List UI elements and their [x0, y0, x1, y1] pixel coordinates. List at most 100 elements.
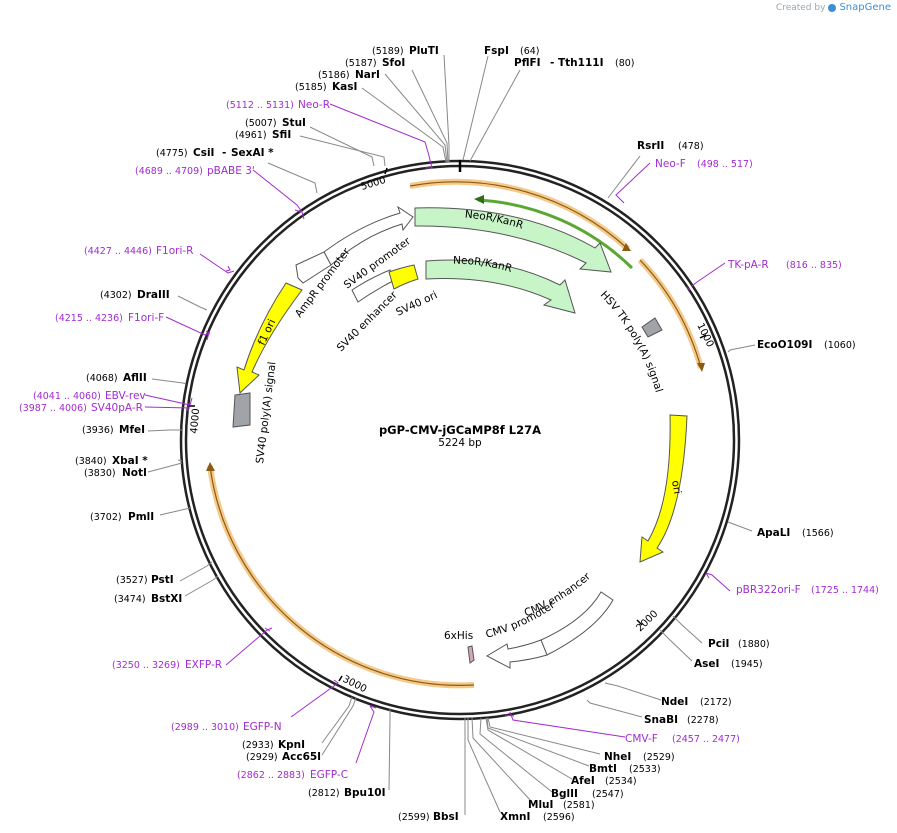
primer-label: EXFP-R [185, 659, 222, 671]
primer-label: F1ori-R [156, 245, 193, 257]
green-arrow [477, 198, 634, 270]
enzyme-pos: (2172) [700, 697, 732, 708]
enzyme-label: PstI [151, 574, 174, 586]
primer-label: EGFP-N [243, 721, 282, 733]
enzyme-label: Tth111I [558, 57, 603, 69]
highlight-arc-bottom [207, 465, 475, 689]
enzyme-label: SfiI [272, 129, 291, 141]
primer-range: (3987 .. 4006) [19, 403, 87, 414]
enzyme-label: PciI [708, 638, 729, 650]
enzyme-label: PflFI [514, 57, 541, 69]
enzyme-pos: (2933) [242, 740, 274, 751]
primer-label: TK-pA-R [727, 259, 769, 271]
enzyme-pos: (2529) [643, 752, 675, 763]
ori-feature [639, 414, 688, 563]
primer-label: EBV-rev [105, 390, 146, 402]
enzyme-label: BmtI [589, 763, 617, 775]
enzyme-pos: (4068) [86, 373, 118, 384]
enzyme-pos: (2278) [687, 715, 719, 726]
primer-label: pBABE 3' [207, 165, 255, 177]
primer-range: (1725 .. 1744) [811, 585, 879, 596]
ori-label: ori [669, 479, 683, 495]
sv40-promoter-arrow [295, 251, 332, 284]
cmv-enhancer-feature [540, 591, 614, 656]
primer-range: (498 .. 517) [697, 159, 753, 170]
enzyme-pos: (3474) [114, 594, 146, 605]
enzyme-label: BstXI [151, 593, 182, 605]
enzyme-pos: (2812) [308, 788, 340, 799]
primer-label: EGFP-C [310, 769, 348, 781]
primer-range: (4427 .. 4446) [84, 246, 152, 257]
primer-range: (4041 .. 4060) [33, 391, 101, 402]
ampr-promoter-feature [323, 205, 414, 266]
enzyme-pos: (1880) [738, 639, 770, 650]
enzyme-pos: (5185) [295, 82, 327, 93]
enzyme-pos: (2547) [592, 789, 624, 800]
enzyme-pos: (5189) [372, 46, 404, 57]
enzyme-label: RsrII [637, 140, 664, 152]
plasmid-name: pGP-CMV-jGCaMP8f L27A [379, 423, 541, 437]
enzyme-pos: (1060) [824, 340, 856, 351]
enzyme-pos: (5187) [345, 58, 377, 69]
enzyme-pos: (2929) [246, 752, 278, 763]
enzyme-pos: (3830) [84, 468, 116, 479]
enzyme-label: AseI [694, 658, 719, 670]
primer-range: (3250 .. 3269) [112, 660, 180, 671]
enzyme-label: CsiI [193, 147, 214, 159]
enzyme-label: XbaI * [112, 455, 148, 467]
enzyme-pos: (4961) [235, 130, 267, 141]
cmv-promoter-feature [485, 639, 548, 669]
enzyme-pos: (64) [520, 46, 540, 57]
enzyme-label: BglII [551, 788, 578, 800]
enzyme-labels: FspI (64) PflFI - Tth111I (80) RsrII (47… [75, 45, 856, 823]
svg-text:CMV promoter: CMV promoter [484, 599, 557, 641]
leader-lines [147, 54, 756, 815]
enzyme-label: SnaBI [644, 714, 678, 726]
enzyme-label: SexAI * [231, 147, 274, 159]
neo-kan-feature-2 [425, 259, 576, 314]
enzyme-pos: (1566) [802, 528, 834, 539]
enzyme-label: FspI [484, 45, 509, 57]
primer-label: Neo-R [298, 99, 330, 111]
enzyme-pos: (3840) [75, 456, 107, 467]
enzyme-pos: (2596) [543, 812, 575, 823]
primer-labels: Neo-F (498 .. 517) TK-pA-R (816 .. 835) … [19, 99, 879, 781]
tick-4000: 4000 [189, 408, 202, 434]
enzyme-pos: (3527) [116, 575, 148, 586]
enzyme-pos: (80) [615, 58, 635, 69]
his-tag-feature [467, 645, 475, 664]
enzyme-pos: (4302) [100, 290, 132, 301]
enzyme-pos: (3702) [90, 512, 122, 523]
primer-range: (4689 .. 4709) [135, 166, 203, 177]
hsv-tk-polya-block [641, 317, 663, 338]
enzyme-label: BbsI [433, 811, 459, 823]
enzyme-label: DraIII [137, 289, 170, 301]
enzyme-label: XmnI [500, 811, 530, 823]
primer-range: (2989 .. 3010) [171, 722, 239, 733]
enzyme-pos: (2533) [629, 764, 661, 775]
enzyme-label: NotI [122, 467, 147, 479]
primer-label: CMV-F [625, 733, 658, 745]
brand-prefix: Created by [775, 2, 826, 13]
enzyme-label: NarI [355, 69, 380, 81]
sv40-ori-label: SV40 ori [394, 289, 439, 319]
enzyme-pos: (5186) [318, 70, 350, 81]
enzyme-pos: (2581) [563, 800, 595, 811]
sv40-enhancer-label: SV40 enhancer [335, 289, 401, 355]
enzyme-pos: (5007) [245, 118, 277, 129]
enzyme-label: EcoO109I [757, 339, 812, 351]
enzyme-label: Acc65I [282, 751, 321, 763]
enzyme-pos: (2534) [605, 776, 637, 787]
enzyme-label: MfeI [119, 424, 145, 436]
enzyme-pos: (478) [678, 141, 704, 152]
primer-lines [144, 103, 731, 764]
primer-range: (4215 .. 4236) [55, 313, 123, 324]
enzyme-sep: - [550, 57, 554, 69]
enzyme-pos: (2599) [398, 812, 430, 823]
enzyme-label: Bpu10I [344, 787, 386, 799]
enzyme-label: PmlI [128, 511, 154, 523]
sv40-polya-block [232, 392, 251, 428]
enzyme-pos: (1945) [731, 659, 763, 670]
brand-name: SnapGene [839, 2, 891, 13]
primer-range: (5112 .. 5131) [226, 100, 294, 111]
